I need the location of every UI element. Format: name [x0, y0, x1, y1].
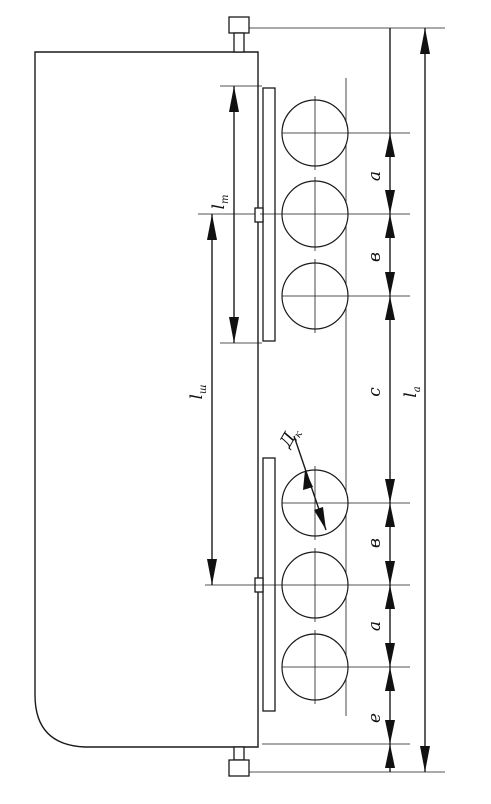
arrowheads: [207, 28, 430, 772]
label-b-top: в: [365, 252, 385, 262]
label-a-top: а: [365, 171, 385, 181]
label-l-sh: lш: [187, 385, 209, 400]
svg-text:а: а: [365, 621, 385, 631]
label-l-t: lт: [209, 195, 231, 210]
svg-text:lт: lт: [209, 195, 231, 210]
svg-text:Дк: Дк: [276, 424, 305, 453]
label-d-k: Дк: [276, 424, 305, 453]
svg-text:е: е: [365, 713, 385, 723]
svg-text:а: а: [365, 171, 385, 181]
bottom-coupler: [228, 746, 250, 777]
label-b-bottom: в: [365, 538, 385, 548]
wheel-diameter-leader: [293, 435, 327, 531]
svg-text:в: в: [365, 538, 385, 548]
label-a-bottom: а: [365, 621, 385, 631]
label-e: е: [365, 713, 385, 723]
top-bogie-frame: [262, 87, 276, 342]
top-pivot-mark: [254, 207, 264, 223]
label-l-a: lа: [401, 386, 423, 397]
car-body-outline: [34, 51, 259, 748]
bottom-bogie-frame: [262, 457, 276, 712]
svg-text:в: в: [365, 252, 385, 262]
top-coupler: [228, 16, 250, 53]
wheel-center-lines: [205, 96, 410, 704]
extension-lines: [198, 27, 445, 773]
label-c: с: [365, 387, 385, 397]
svg-text:lа: lа: [401, 386, 423, 397]
svg-text:с: с: [365, 387, 385, 397]
svg-text:lш: lш: [187, 385, 209, 400]
